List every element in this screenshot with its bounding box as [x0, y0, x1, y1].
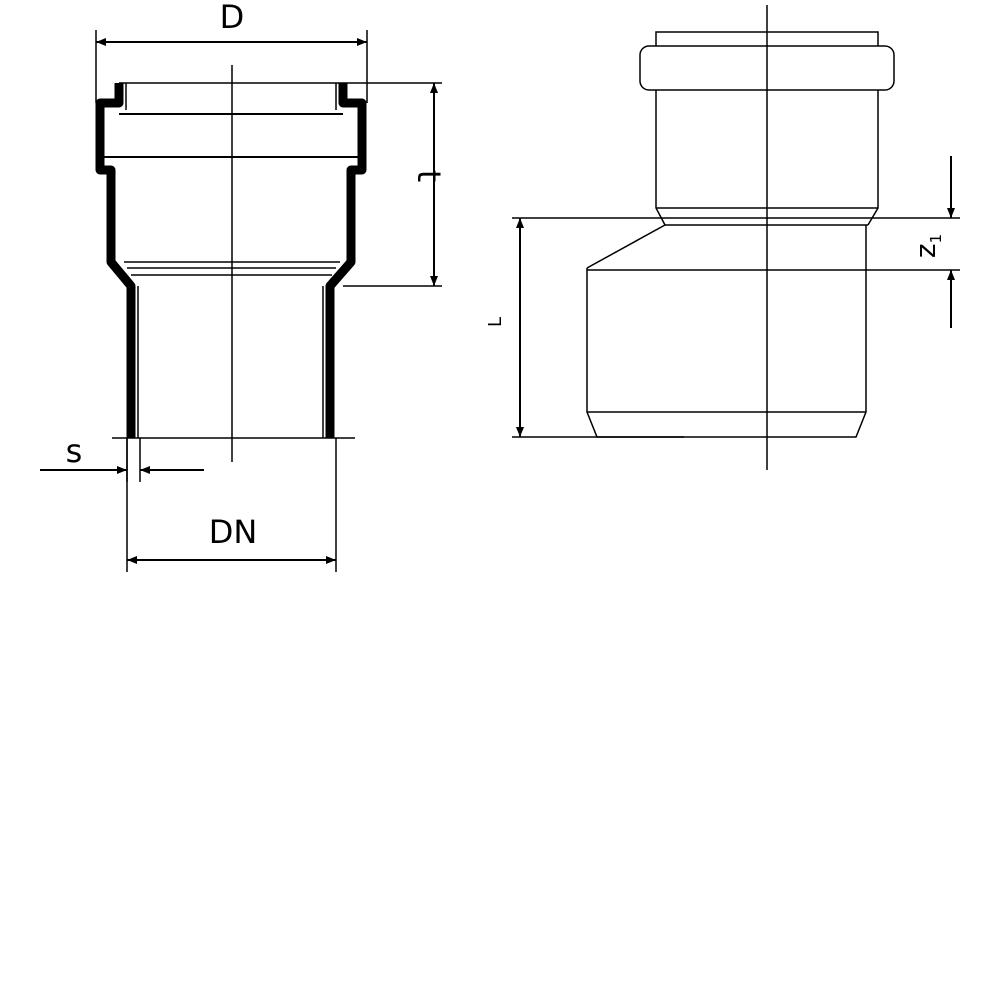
- transition-slope: [586, 224, 666, 269]
- l-label: L: [485, 317, 506, 327]
- z1-main: z: [909, 243, 942, 258]
- spigot-body: [586, 268, 867, 438]
- d-label: D: [220, 0, 245, 36]
- socket-collar: [639, 45, 895, 91]
- right-wall-profile: [325, 83, 367, 438]
- s-label: s: [66, 432, 83, 470]
- z1-label: z1: [909, 234, 945, 258]
- left-wall-profile: [95, 83, 136, 438]
- dimension-l: L: [485, 217, 960, 438]
- socket-section-drawing: [95, 65, 367, 462]
- socket-lip: [655, 31, 879, 46]
- reducer-side-view: [586, 5, 895, 470]
- dimension-dn: DN: [126, 438, 337, 572]
- dimension-z1: z1: [866, 156, 960, 328]
- dimension-s: s: [40, 432, 204, 482]
- dimension-t: t: [343, 82, 448, 287]
- t-label: t: [410, 170, 448, 183]
- z1-subscript: 1: [927, 234, 945, 244]
- dimension-d: D: [95, 0, 368, 103]
- dn-label: DN: [209, 513, 258, 551]
